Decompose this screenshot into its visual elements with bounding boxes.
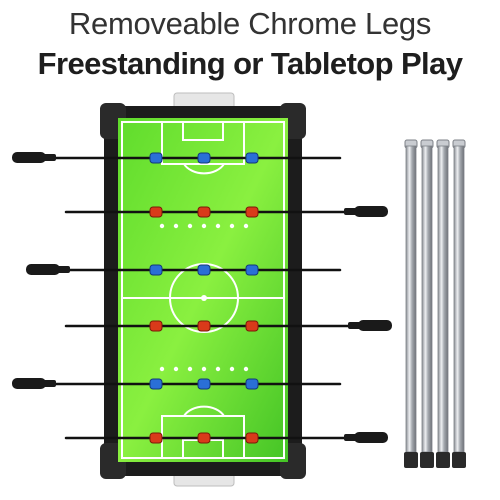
rod-6 — [64, 432, 388, 443]
rod-5 — [12, 378, 342, 389]
players — [149, 152, 259, 444]
rod-2 — [64, 206, 388, 217]
playing-field — [118, 118, 288, 462]
rod-4 — [64, 320, 392, 331]
headline-line-1: Removeable Chrome Legs — [68, 6, 432, 41]
rods — [12, 152, 392, 443]
headline-line-2: Freestanding or Tabletop Play — [37, 46, 463, 81]
rod-3 — [26, 264, 342, 275]
chrome-legs — [404, 139, 466, 468]
rod-1 — [12, 152, 342, 163]
